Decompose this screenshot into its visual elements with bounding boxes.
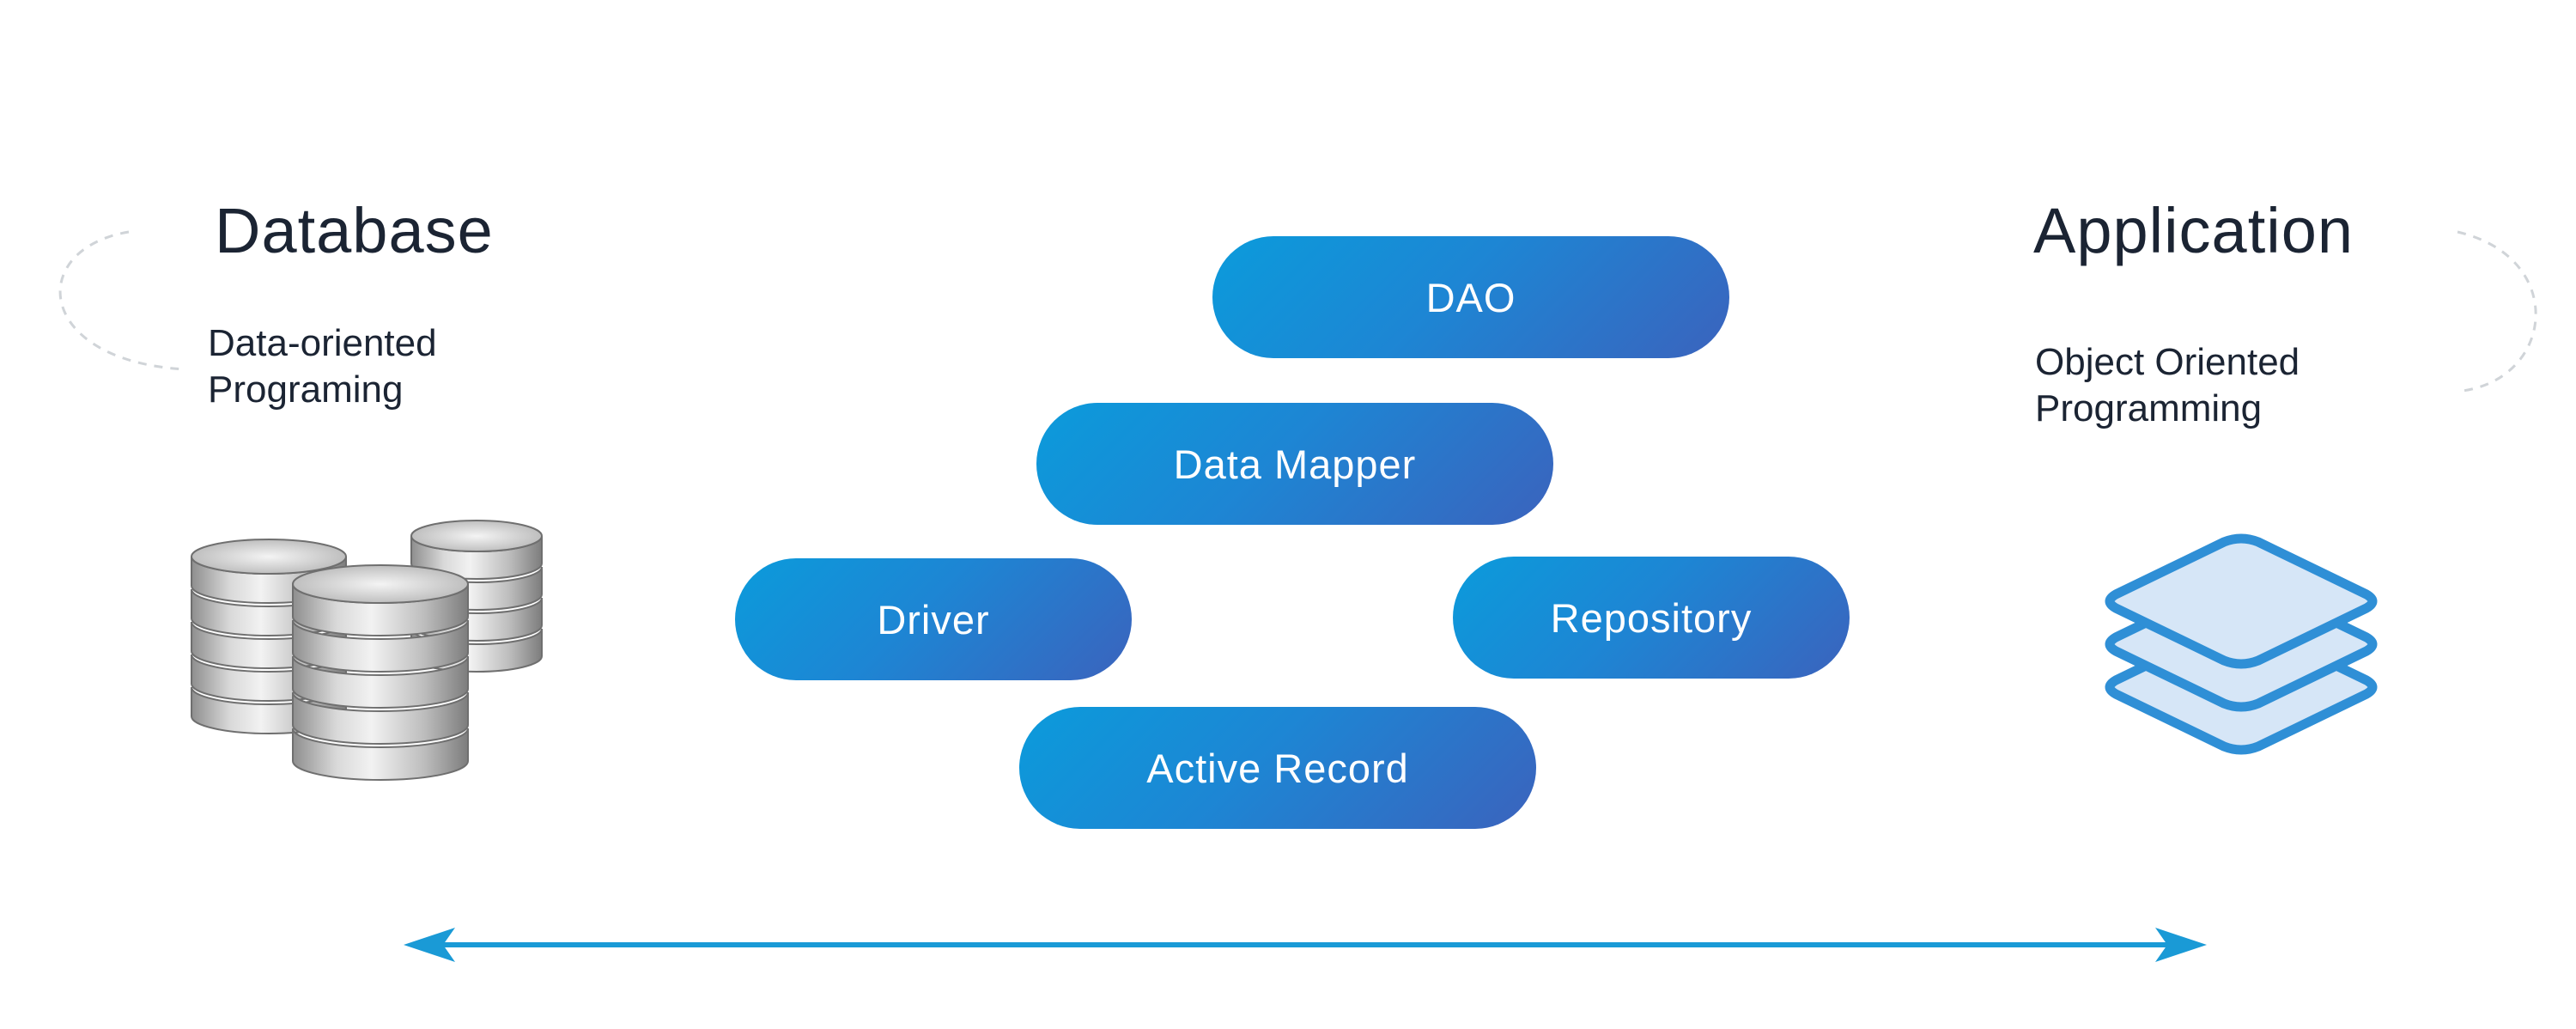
database-cylinders-icon: [191, 520, 543, 781]
database-title: Database: [215, 195, 494, 266]
application-subtitle: Object Oriented Programming: [2035, 339, 2300, 432]
database-subtitle-line2: Programing: [208, 368, 404, 411]
pattern-repository: Repository: [1453, 557, 1850, 679]
stacked-layers-icon: [2105, 533, 2378, 755]
pattern-driver: Driver: [735, 558, 1132, 680]
application-subtitle-line2: Programming: [2035, 387, 2263, 429]
database-cylinder-front: [292, 564, 469, 781]
database-subtitle-line1: Data-oriented: [208, 322, 437, 364]
database-subtitle: Data-oriented Programing: [208, 320, 437, 413]
pattern-data-mapper: Data Mapper: [1036, 403, 1553, 525]
double-headed-arrow-icon: [404, 928, 2207, 962]
dashed-arc-right: [2457, 230, 2537, 393]
pattern-dao: DAO: [1212, 236, 1729, 358]
application-title: Application: [2033, 195, 2354, 266]
application-subtitle-line1: Object Oriented: [2035, 341, 2300, 383]
pattern-active-record: Active Record: [1019, 707, 1536, 829]
